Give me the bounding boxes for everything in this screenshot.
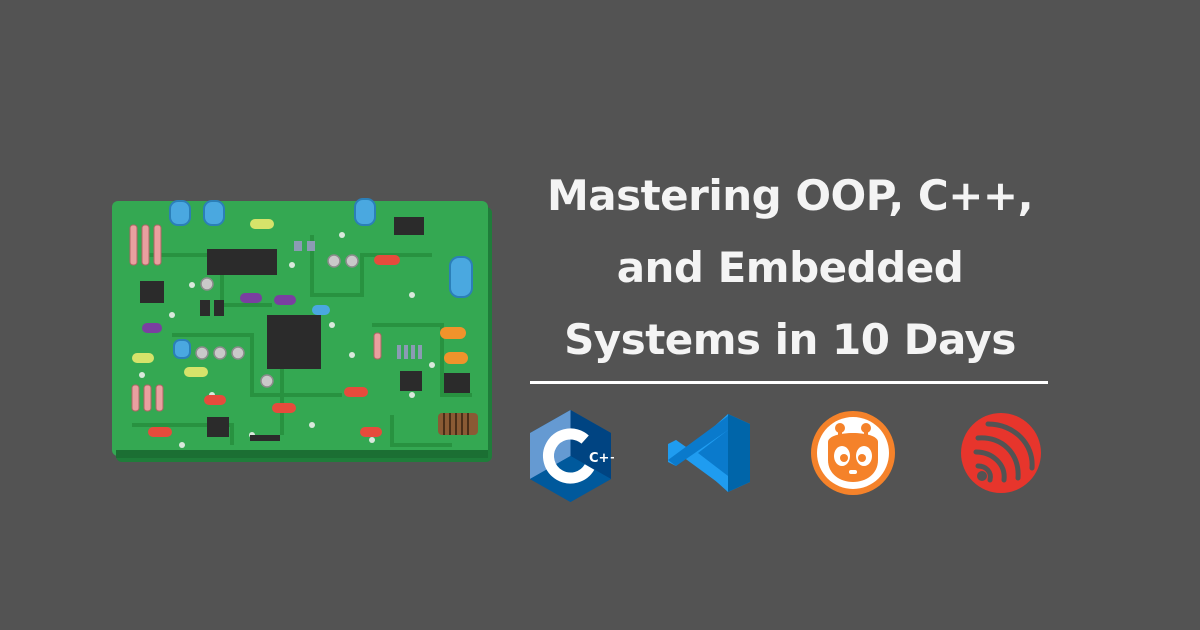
title-line-1: Mastering OOP, C++, [546, 171, 1034, 220]
circuit-board-illustration [112, 198, 492, 462]
cpp-logo-text: C++ [589, 451, 614, 466]
title-divider [530, 381, 1048, 384]
title-line-3: Systems in 10 Days [564, 315, 1016, 364]
title-line-2: and Embedded [616, 243, 964, 292]
espressif-logo-icon [961, 413, 1041, 493]
platformio-logo-icon [811, 411, 895, 495]
vscode-logo-icon [668, 414, 750, 492]
cpp-logo-icon: C++ [530, 410, 614, 502]
page-title: Mastering OOP, C++, and Embedded Systems… [500, 160, 1080, 376]
